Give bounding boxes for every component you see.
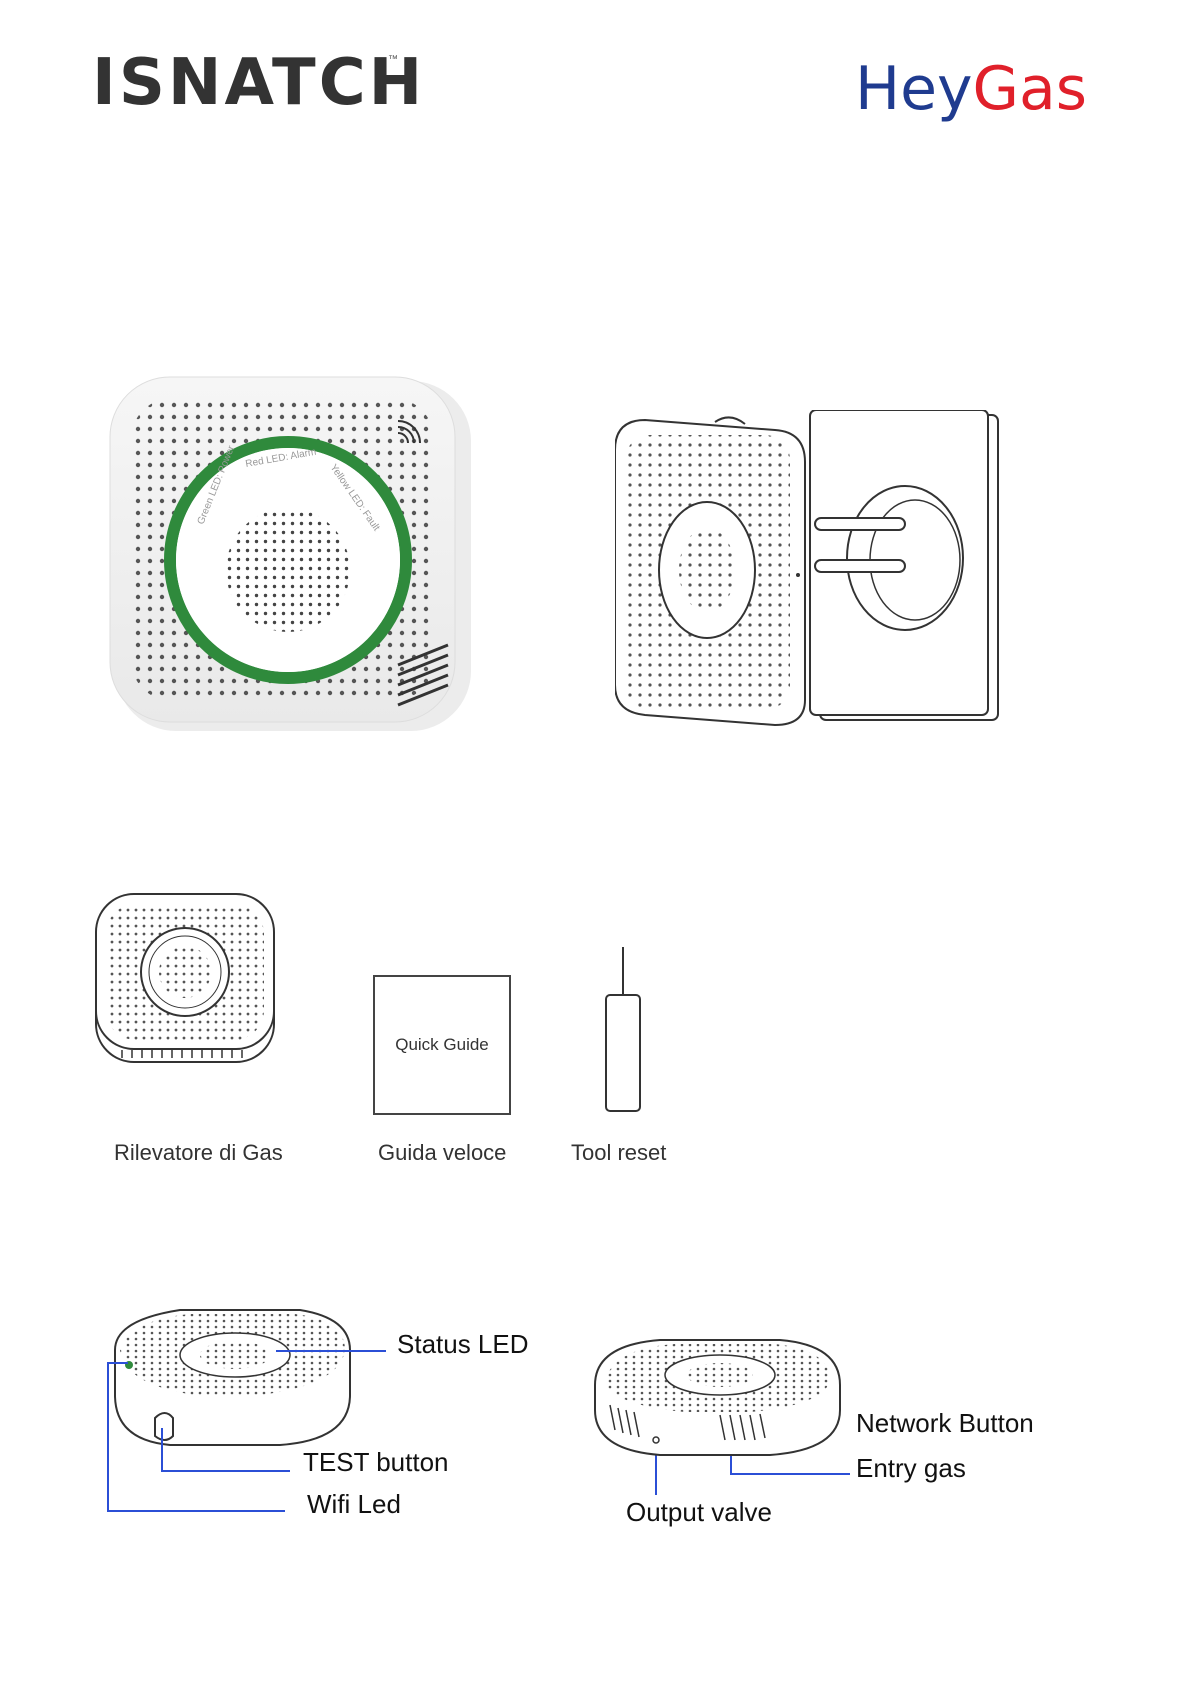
- callout-status-led: Status LED: [397, 1329, 529, 1360]
- callout-wifi-led: Wifi Led: [307, 1489, 401, 1520]
- callout-entry-gas: Entry gas: [856, 1453, 966, 1484]
- callout-network-button: Network Button: [856, 1408, 1034, 1439]
- callout-test-button: TEST button: [303, 1447, 449, 1478]
- diagram-right-device: [590, 1330, 850, 1470]
- callout-output-valve: Output valve: [626, 1497, 772, 1528]
